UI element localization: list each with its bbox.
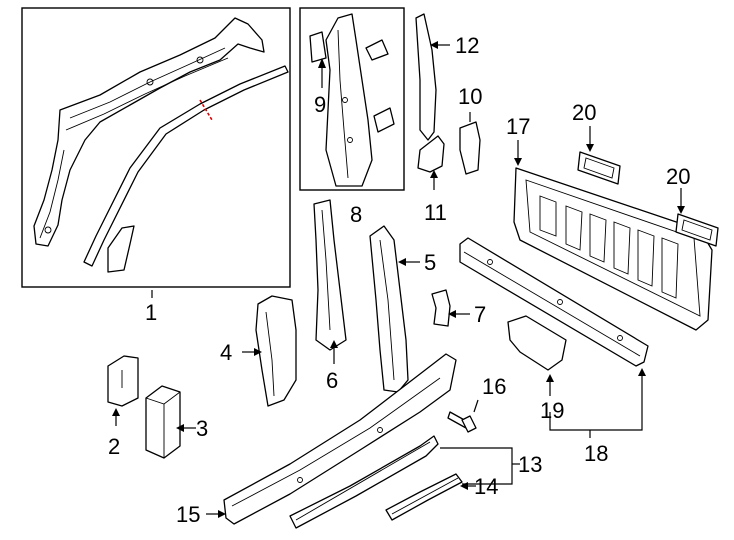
- part-7-bracket: [431, 289, 451, 327]
- part-4-bracket: [255, 295, 297, 407]
- part-3-box: [145, 385, 181, 459]
- part-9-bracket: [309, 31, 327, 63]
- callout-6: 6: [326, 368, 338, 393]
- callout-12: 12: [455, 33, 479, 58]
- part-18-crossmember: [459, 237, 649, 367]
- part-19-bracket: [507, 315, 567, 371]
- callout-15: 15: [176, 502, 200, 527]
- part-1-roof-rail: [33, 17, 289, 273]
- callout-20-b: 20: [666, 164, 690, 189]
- callout-1: 1: [145, 300, 157, 325]
- callout-4: 4: [220, 340, 232, 365]
- part-12-pillar: [415, 13, 437, 141]
- callout-8: 8: [350, 202, 362, 227]
- callout-3: 3: [196, 416, 208, 441]
- callout-20-a: 20: [572, 100, 596, 125]
- callout-9: 9: [314, 92, 326, 117]
- part-16-bolt: [447, 411, 477, 433]
- part-8-pillar-reinforcement: [309, 13, 395, 187]
- part-11-bracket: [417, 135, 445, 173]
- callout-11: 11: [424, 200, 447, 225]
- callout-17: 17: [506, 114, 530, 139]
- callout-2: 2: [108, 434, 120, 459]
- part-6-pillar: [313, 199, 347, 351]
- callout-5: 5: [424, 250, 436, 275]
- callout-19: 19: [540, 398, 564, 423]
- callout-18: 18: [584, 441, 608, 466]
- callout-16: 16: [482, 374, 506, 399]
- part-10-bracket: [459, 121, 481, 175]
- callout-14: 14: [474, 474, 498, 499]
- part-20-pad-a: [577, 151, 621, 185]
- group-box-8: [299, 7, 405, 191]
- part-15-rocker-panel: [223, 353, 457, 525]
- part-20-pad-b: [675, 213, 719, 247]
- group-box-1: [21, 7, 291, 288]
- callout-10: 10: [458, 84, 482, 109]
- callout-7: 7: [474, 302, 486, 327]
- part-2-block: [107, 355, 139, 407]
- callout-13: 13: [518, 452, 542, 477]
